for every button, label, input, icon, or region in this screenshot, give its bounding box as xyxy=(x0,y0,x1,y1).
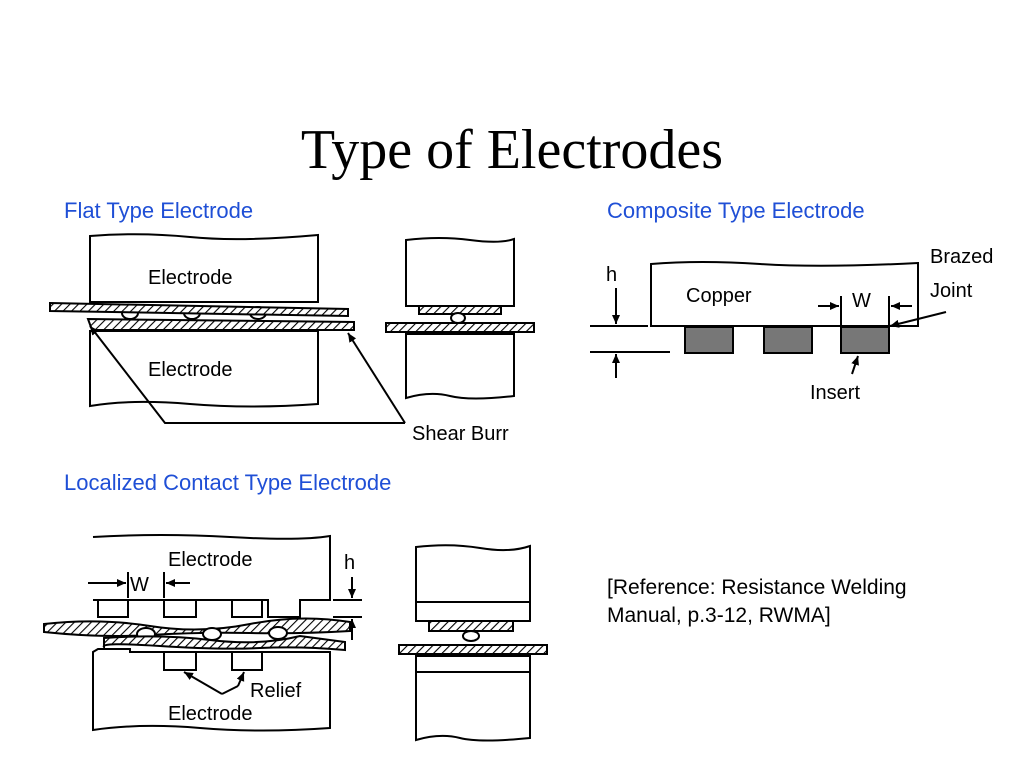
copper-label: Copper xyxy=(686,285,752,307)
flat-electrode-heading: Flat Type Electrode xyxy=(64,198,254,223)
localized-weld-nugget-2 xyxy=(202,627,222,641)
reference-note: [Reference: Resistance Welding Manual, p… xyxy=(607,574,1007,630)
localized-electrode-diagram xyxy=(43,534,548,742)
localized-lower-sheet xyxy=(102,634,346,652)
localized-upper-sheet xyxy=(43,617,351,637)
brazed-label: Brazed xyxy=(930,246,993,268)
localized-side-lower-electrode xyxy=(415,655,531,742)
flat-upper-sheet xyxy=(49,301,349,318)
localized-side-sheet xyxy=(398,644,548,655)
flat-side-lower-electrode xyxy=(405,333,515,400)
flat-upper-electrode xyxy=(89,233,319,303)
shear-burr-leader-2 xyxy=(347,332,406,424)
flat-side-upper-electrode xyxy=(405,237,515,307)
reference-line-2: Manual, p.3-12, RWMA] xyxy=(607,604,831,627)
flat-upper-electrode-label: Electrode xyxy=(148,267,233,289)
localized-h-label: h xyxy=(344,552,355,574)
flat-side-lower-sheet xyxy=(385,322,535,333)
composite-electrode-heading: Composite Type Electrode xyxy=(607,198,865,223)
flat-lower-electrode xyxy=(89,330,319,408)
composite-insert-2 xyxy=(763,326,813,354)
reference-line-1: [Reference: Resistance Welding xyxy=(607,576,907,599)
shear-burr-label: Shear Burr xyxy=(412,423,509,445)
composite-insert-3 xyxy=(840,326,890,354)
localized-w-label: W xyxy=(130,574,149,596)
localized-side-upper-electrode xyxy=(415,544,531,622)
localized-weld-nugget-3 xyxy=(268,626,288,640)
flat-side-weld-nugget xyxy=(450,312,466,324)
composite-w-label: W xyxy=(852,290,871,312)
flat-electrode-diagram xyxy=(49,233,535,424)
localized-upper-electrode-outline xyxy=(92,534,331,618)
insert-leader xyxy=(851,355,859,375)
relief-leader-1 xyxy=(183,671,223,695)
page-title: Type of Electrodes xyxy=(300,119,724,181)
localized-lower-relief-2 xyxy=(231,651,263,671)
localized-lower-relief-1 xyxy=(163,651,197,671)
brazed-joint-leader xyxy=(889,311,947,328)
localized-upper-electrode-label: Electrode xyxy=(168,549,253,571)
insert-label: Insert xyxy=(810,382,860,404)
shear-burr-leader xyxy=(89,325,405,424)
localized-lower-electrode-label: Electrode xyxy=(168,703,253,725)
flat-lower-sheet xyxy=(86,317,355,331)
composite-insert-1 xyxy=(684,326,734,354)
relief-leader-link xyxy=(221,685,239,695)
composite-electrode-diagram xyxy=(590,261,947,378)
localized-side-contact xyxy=(428,620,514,632)
composite-h-label: h xyxy=(606,264,617,286)
localized-side-weld-nugget xyxy=(462,630,480,642)
flat-lower-electrode-label: Electrode xyxy=(148,359,233,381)
composite-copper-body xyxy=(650,261,919,327)
localized-electrode-heading: Localized Contact Type Electrode xyxy=(64,470,392,495)
relief-label: Relief xyxy=(250,680,302,702)
localized-lower-electrode xyxy=(92,648,331,732)
relief-leader-2 xyxy=(236,671,245,687)
joint-label: Joint xyxy=(930,280,973,302)
